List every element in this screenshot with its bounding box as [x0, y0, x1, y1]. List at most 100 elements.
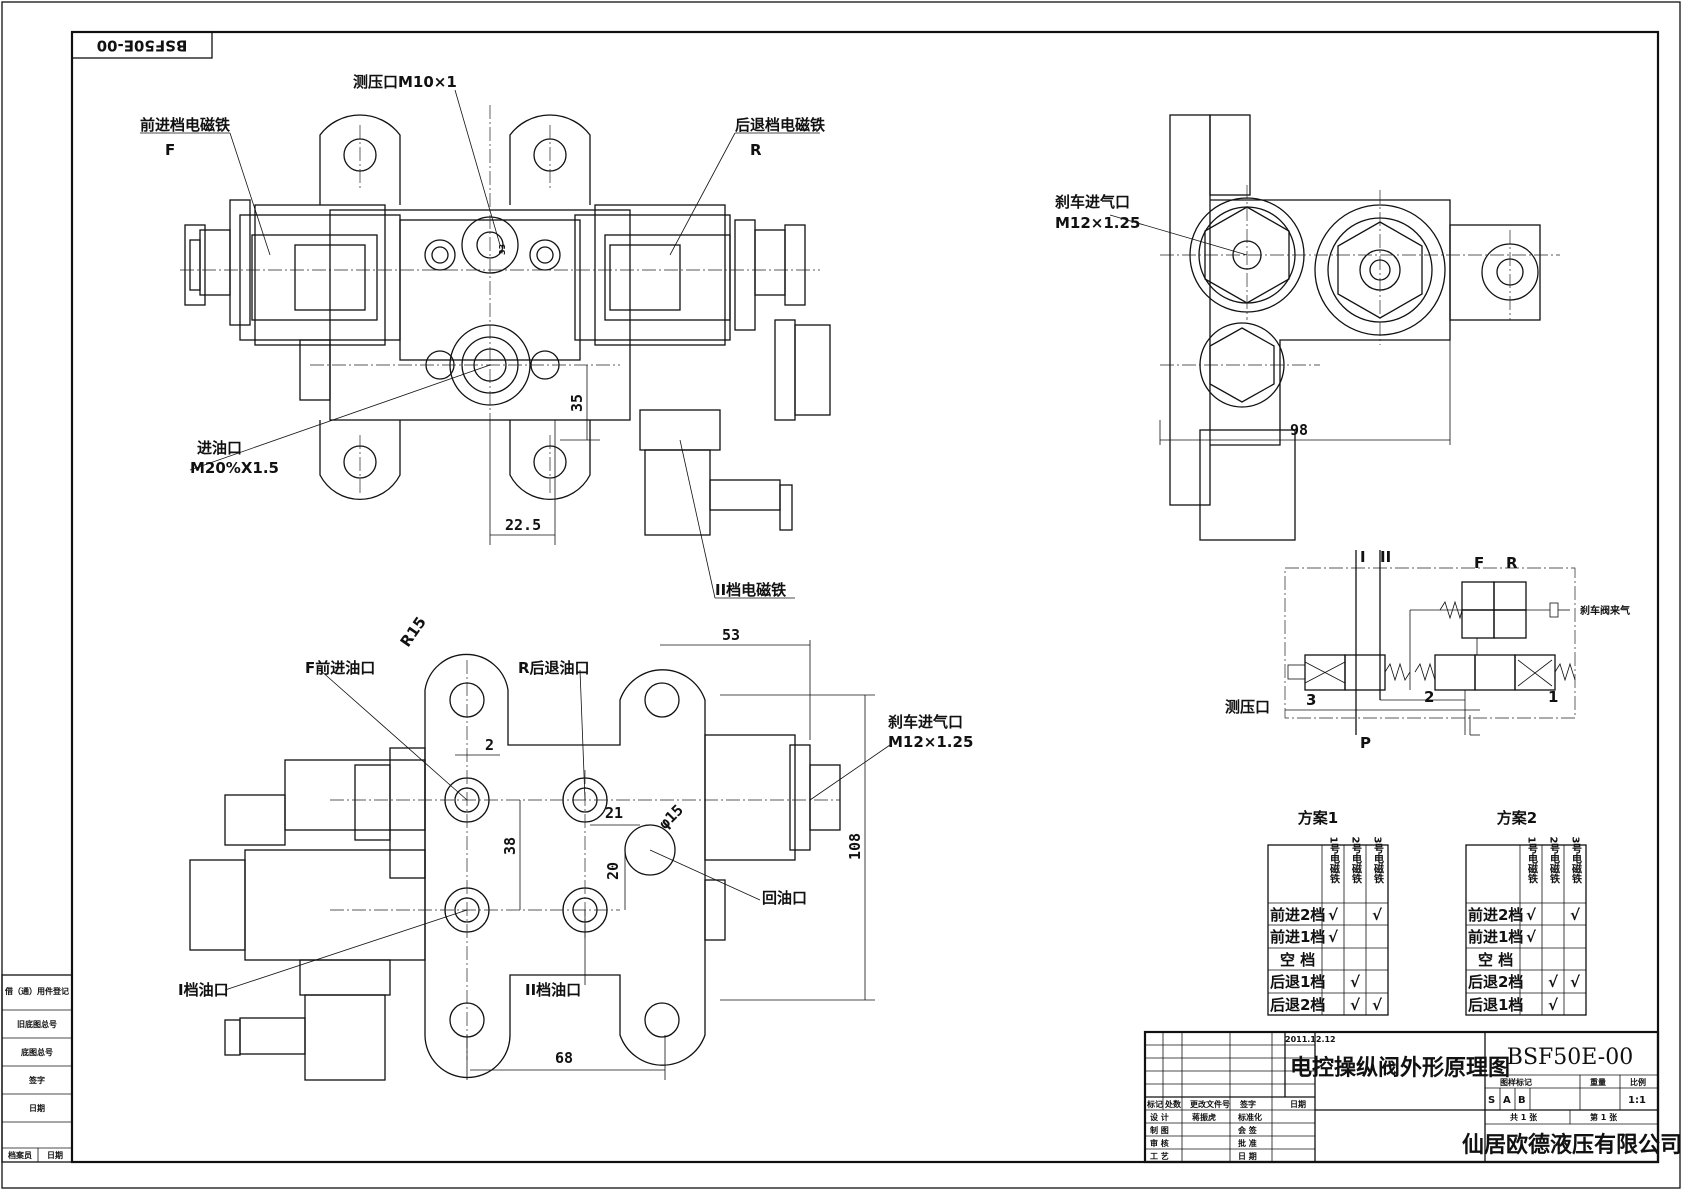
reverse-solenoid-label: 后退档电磁铁	[735, 116, 825, 134]
dim-53: 53	[722, 626, 740, 644]
tb-rev-file: 更改文件号	[1190, 1099, 1230, 1109]
dim-phi15: φ15	[655, 801, 687, 833]
s2-r1-c1: √	[1526, 906, 1537, 924]
tb-std-check: 标准化	[1237, 1112, 1262, 1122]
s2-r4-c2: √	[1548, 973, 1559, 991]
schem-P: P	[1360, 734, 1371, 752]
title-block	[1143, 1030, 1660, 1164]
frame-border	[70, 30, 1660, 1164]
stamp-text: BSF50E-00	[97, 37, 188, 55]
hydraulic-schematic	[1284, 550, 1576, 736]
schem-F: F	[1474, 554, 1484, 572]
tb-process: 工 艺	[1150, 1151, 1169, 1161]
dim-2: 2	[485, 736, 494, 754]
dim-21: 21	[605, 804, 623, 822]
s1-r2-c1: √	[1328, 928, 1339, 946]
schem-II: II	[1380, 548, 1391, 566]
return-port-label: 回油口	[762, 889, 807, 907]
strip-date2: 日期	[47, 1150, 63, 1160]
dim-98: 98	[1290, 421, 1308, 439]
front-view	[140, 89, 831, 599]
strip-sign: 签字	[28, 1075, 45, 1085]
scheme-table-2: 方案2 1号电磁铁 2号电磁铁 3号电磁铁 前进2档 √ √ 前进1档 √ 空 …	[1465, 809, 1587, 1016]
s2-r1-c3: √	[1570, 906, 1581, 924]
s1-r4-label: 后退1档	[1270, 973, 1325, 991]
drawing-title: 电控操纵阀外形原理图	[1290, 1055, 1510, 1081]
forward-code: F	[165, 141, 175, 159]
tb-sheet-no: 第 1 张	[1590, 1112, 1618, 1122]
tb-designer: 蒋振虎	[1192, 1112, 1216, 1122]
dim-38: 38	[501, 837, 519, 855]
tb-ratio: 1:1	[1628, 1095, 1646, 1106]
strip-borrow: 借（通）用件登记	[4, 986, 69, 996]
tb-weight-header: 重量	[1590, 1077, 1606, 1087]
drawing-number-stamp: BSF50E-00	[71, 31, 213, 59]
bottom-brake-inlet-label: 刹车进气口	[888, 713, 963, 731]
tb-check: 审 核	[1150, 1138, 1169, 1148]
tb-design: 设 计	[1150, 1112, 1169, 1122]
s2-r3-label: 空 档	[1478, 951, 1513, 969]
strip-base: 底图总号	[20, 1047, 53, 1057]
dim-35: 35	[568, 394, 586, 412]
drawing-number: BSF50E-00	[1507, 1045, 1633, 1070]
strip-old-base: 旧底图总号	[17, 1019, 57, 1029]
s1-h3: 3号电磁铁	[1372, 837, 1384, 885]
s2-r2-label: 前进1档	[1468, 928, 1523, 946]
tb-stage-s: S	[1488, 1095, 1495, 1106]
tb-date: 2011.12.12	[1285, 1035, 1336, 1044]
schem-pressure-port: 测压口	[1225, 698, 1270, 716]
s1-r3-label: 空 档	[1280, 951, 1315, 969]
gear2-solenoid-label: II档电磁铁	[715, 581, 786, 599]
tb-rev-count: 处数	[1164, 1099, 1182, 1109]
s1-r1-c1: √	[1328, 906, 1339, 924]
bottom-view	[189, 640, 891, 1081]
s1-r5-label: 后退2档	[1270, 996, 1325, 1014]
s2-r5-c2: √	[1548, 996, 1559, 1014]
s2-r4-label: 后退2档	[1468, 973, 1523, 991]
tb-draw: 制 图	[1150, 1125, 1169, 1135]
s1-h2: 2号电磁铁	[1350, 837, 1362, 885]
dim-22-5: 22.5	[505, 516, 541, 534]
tb-std-review: 会 签	[1238, 1125, 1258, 1135]
inlet-thread-label: M20%X1.5	[190, 459, 279, 477]
side-brake-inlet-label: 刹车进气口	[1055, 193, 1130, 211]
s2-r5-label: 后退1档	[1468, 996, 1523, 1014]
tb-rev-date: 日期	[1290, 1099, 1306, 1109]
dim-33: 33	[498, 244, 507, 255]
tb-rev-mark: 标记	[1146, 1099, 1163, 1109]
dim-20: 20	[604, 862, 622, 880]
company-name: 仙居欧德液压有限公司	[1462, 1132, 1682, 1158]
dim-108: 108	[846, 833, 864, 860]
left-binding-strip: 借（通）用件登记 旧底图总号 底图总号 签字 日期 档案员 日期	[1, 974, 73, 1163]
s2-h2: 2号电磁铁	[1548, 837, 1560, 885]
strip-archivist: 档案员	[8, 1150, 32, 1160]
schem-3: 3	[1306, 691, 1316, 709]
tb-stage-header: 图样标记	[1500, 1077, 1532, 1087]
tb-std-date: 日 期	[1238, 1151, 1257, 1161]
scheme1-title: 方案1	[1298, 809, 1338, 827]
s1-r1-label: 前进2档	[1270, 906, 1325, 924]
s1-r4-c2: √	[1350, 973, 1361, 991]
schem-brake-air: 刹车阀来气	[1580, 604, 1630, 617]
gear2-port-label: II档油口	[525, 981, 581, 999]
s2-r4-c3: √	[1570, 973, 1581, 991]
tb-sheets-total: 共 1 张	[1510, 1112, 1538, 1122]
inlet-port-label: 进油口	[197, 439, 242, 457]
tb-approve: 批 准	[1238, 1138, 1257, 1148]
side-view	[1109, 114, 1560, 541]
bottom-brake-thread: M12×1.25	[888, 733, 973, 751]
s1-r5-c3: √	[1372, 996, 1383, 1014]
f-forward-port-label: F前进油口	[305, 659, 375, 677]
tb-stage-b: B	[1518, 1095, 1526, 1106]
schem-1: 1	[1548, 688, 1558, 706]
s2-r1-label: 前进2档	[1468, 906, 1523, 924]
s2-h1: 1号电磁铁	[1526, 837, 1538, 885]
s2-r2-c1: √	[1526, 928, 1537, 946]
s2-h3: 3号电磁铁	[1570, 837, 1582, 885]
s1-r1-c3: √	[1372, 906, 1383, 924]
forward-solenoid-label: 前进档电磁铁	[140, 116, 230, 134]
dim-68: 68	[555, 1049, 573, 1067]
tb-rev-sign: 签字	[1239, 1099, 1256, 1109]
